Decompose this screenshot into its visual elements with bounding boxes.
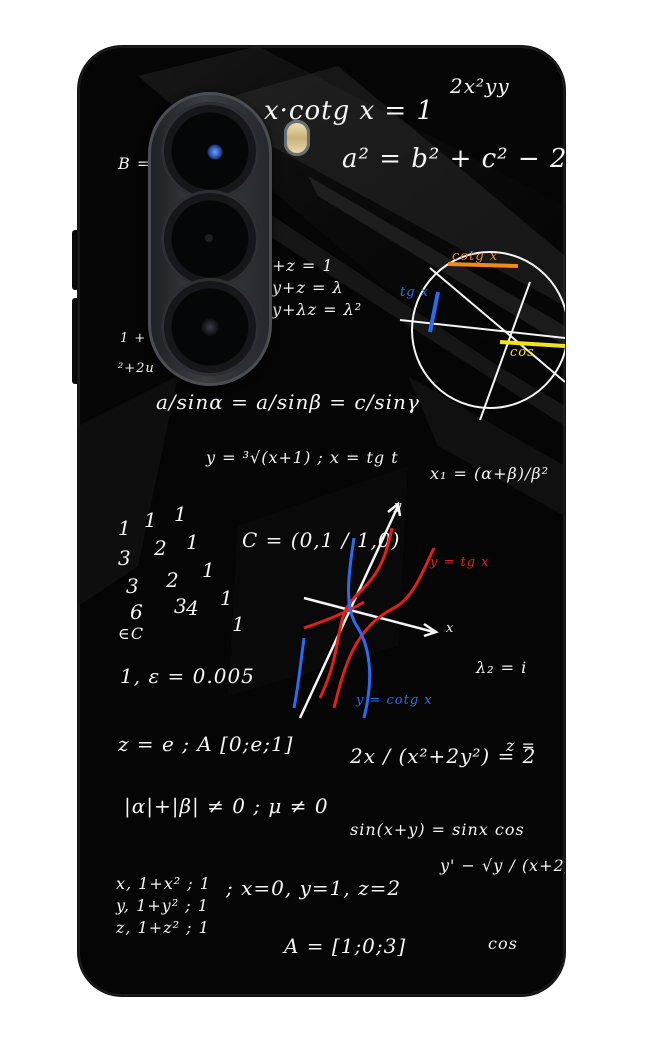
equation-z: z =	[506, 736, 536, 755]
digit: 3	[174, 594, 188, 618]
equation-2x2yy: 2x²yy	[450, 74, 510, 98]
equation-system-3: y+λz = λ²	[272, 300, 363, 319]
graph-axis-y: y	[394, 499, 403, 514]
digit: 2	[166, 568, 180, 592]
equation-epsilon: 1, ε = 0.005	[120, 664, 255, 688]
equation-fragment-1: 1 +	[120, 331, 147, 346]
equation-cuberoot: y = ³√(x+1) ; x = tg t	[206, 448, 399, 467]
equation-x1: x₁ = (α+β)/β²	[430, 464, 550, 483]
equation-cos: cos	[488, 934, 518, 953]
digit: 6	[130, 600, 144, 624]
digit: 1	[144, 508, 158, 532]
digit: 1	[118, 516, 132, 540]
equation-system-2: y+z = λ	[272, 278, 344, 297]
equation-matrix-row-3: z, 1+z² ; 1	[116, 918, 210, 937]
circle-label-tg: tg x	[400, 285, 430, 300]
camera-lens-middle	[161, 190, 259, 288]
digit: 1	[220, 586, 234, 610]
equation-a-vector: A = [1;0;3]	[284, 934, 407, 958]
digit: 3	[118, 546, 132, 570]
camera-module	[148, 92, 272, 386]
camera-lens-bottom	[161, 278, 259, 376]
digit: 3	[126, 574, 140, 598]
equation-matrix-c: C = (0,1 / 1,0)	[242, 528, 401, 552]
equation-system-1: +z = 1	[272, 256, 334, 275]
equation-cotg: x·cotg x = 1	[264, 96, 435, 126]
digit: 1	[202, 558, 216, 582]
equation-solution: ; x=0, y=1, z=2	[226, 876, 402, 900]
equation-abs: |α|+|β| ≠ 0 ; μ ≠ 0	[124, 794, 329, 818]
circle-label-cotg: cotg x	[452, 249, 499, 264]
camera-lens-top	[161, 102, 259, 200]
digit: 4	[186, 596, 200, 620]
tangent-graph	[292, 501, 439, 719]
equation-sin-sum: sin(x+y) = sinx cos	[350, 820, 525, 839]
equation-derivative: y' − √y / (x+2)	[440, 856, 565, 875]
equation-cosine-law: a² = b² + c² − 2	[342, 144, 565, 174]
equation-z-e: z = e ; A [0;e;1]	[118, 732, 294, 756]
camera-flash	[284, 120, 310, 156]
equation-sine-law: a/sinα = a/sinβ = c/sinγ	[156, 390, 420, 414]
digit: 1	[232, 612, 246, 636]
equation-lambda2: λ₂ = i	[476, 658, 528, 677]
graph-label-cotg: y = cotg x	[356, 693, 433, 708]
equation-fraction-2: 2x / (x²+2y²) = 2	[350, 744, 537, 768]
graph-axis-x: x	[446, 621, 455, 636]
equation-matrix-row-2: y, 1+y² ; 1	[116, 896, 209, 915]
unit-circle-drawing	[399, 251, 565, 421]
equation-matrix-row-1: x, 1+x² ; 1	[116, 874, 211, 893]
circle-label-cos: cos	[510, 345, 535, 360]
side-button-top	[72, 230, 80, 290]
equation-b: B =	[118, 154, 152, 173]
equation-in-c: ∈C	[118, 624, 145, 643]
digit: 1	[174, 502, 188, 526]
digit: 2	[154, 536, 168, 560]
equation-fragment-2: ²+2u	[118, 361, 155, 376]
digit: 1	[186, 530, 200, 554]
side-button-bottom	[72, 298, 80, 384]
graph-label-tg: y = tg x	[430, 555, 490, 570]
